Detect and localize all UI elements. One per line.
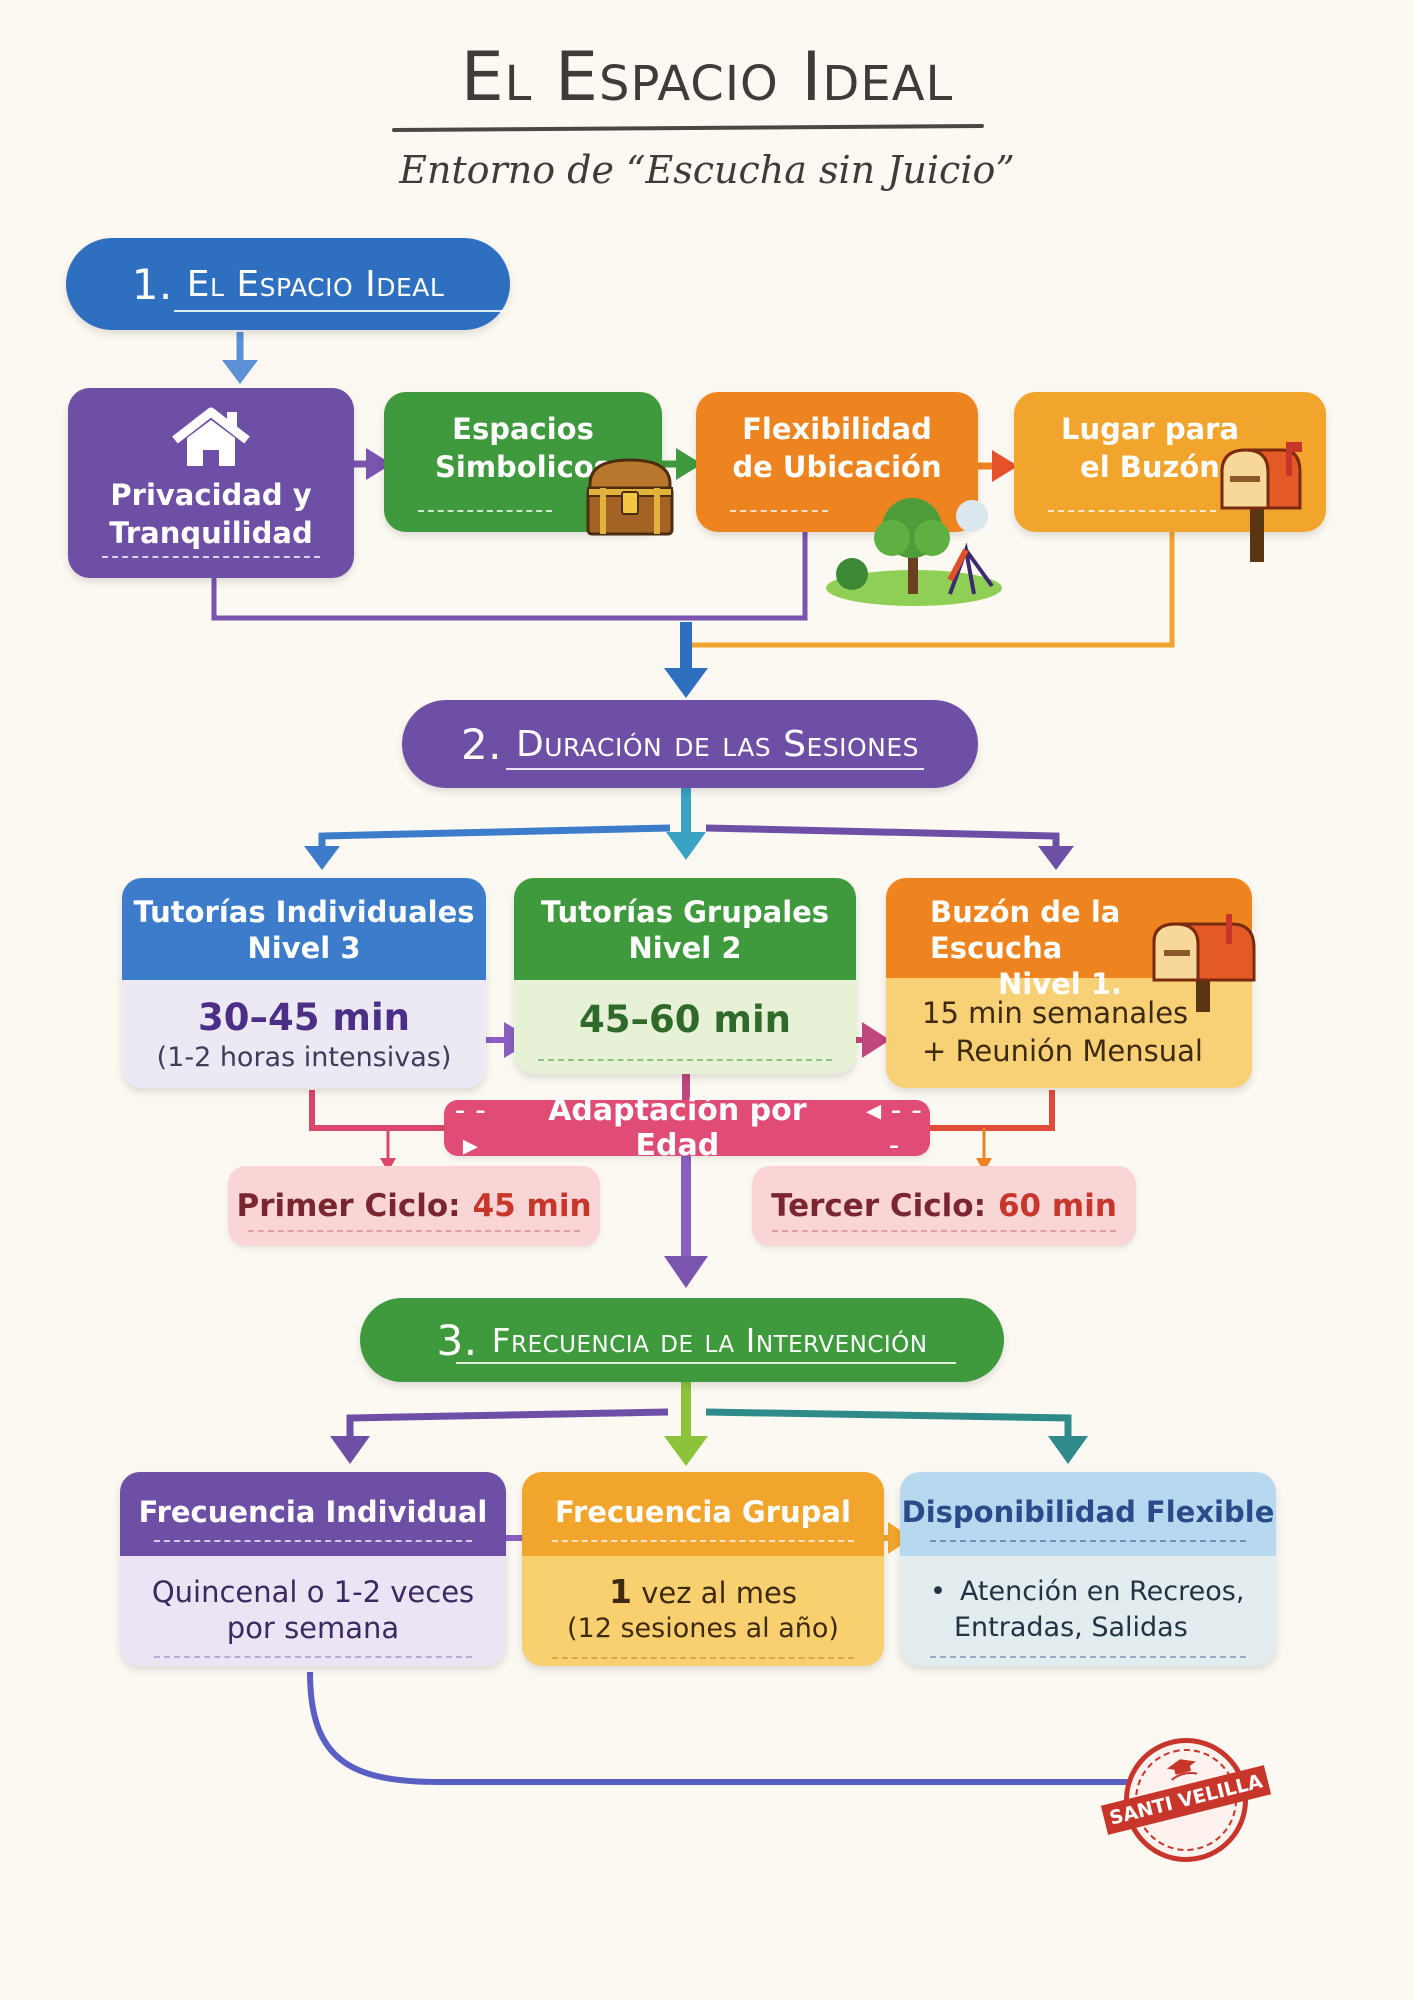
treasure-chest-icon [586,458,674,536]
page-title: El Espacio Ideal [460,38,954,117]
freq1-title: Frecuencia Individual [138,1495,488,1529]
freq1-line1: Quincenal o 1-2 veces [151,1575,475,1609]
freq2-title: Frecuencia Grupal [555,1495,851,1529]
freq3-title: Disponibilidad Flexible [901,1495,1275,1529]
adaptacion-por-edad: - - ▸ Adaptación por Edad ◂ - - - [444,1093,930,1163]
adaptacion-label: Adaptación por Edad [548,1093,807,1163]
mailbox-icon [1152,914,1256,1012]
card2-title: Tutorías Grupales [540,895,830,929]
freq3-line2: Entradas, Salidas [954,1612,1188,1643]
freq3-bullet: • [930,1576,946,1607]
mailbox-icon [1220,442,1302,562]
box-lugar-line1: Lugar para [1060,412,1240,446]
box-espacios-line2: Simbolicos [435,450,611,484]
card-frecuencia-individual: Frecuencia Individual Quincenal o 1-2 ve… [120,1472,506,1666]
page-subtitle: Entorno de “Escucha sin Juicio” [399,148,1015,192]
card-tutorias-individuales: Tutorías Individuales Nivel 3 30–45 min … [122,878,486,1088]
age1-label: Primer Ciclo: [236,1188,461,1224]
section1-number: 1. [131,259,173,309]
section3-header: 3. Frecuencia de la Intervención [360,1298,1004,1382]
age2-label: Tercer Ciclo: [771,1188,986,1224]
section2-number: 2. [460,719,503,769]
card2-level: Nivel 2 [628,931,742,965]
card1-level: Nivel 3 [247,931,361,965]
section2-header: 2. Duración de las Sesiones [402,700,978,788]
box-flexibilidad-line1: Flexibilidad [742,412,932,446]
age2-value: 60 min [997,1188,1117,1224]
card1-title: Tutorías Individuales [133,895,475,929]
card3-title: Buzón de la Escucha [930,895,1121,965]
section3-title: Frecuencia de la Intervención [491,1320,928,1360]
card3-line2: + Reunión Mensual [922,1034,1203,1068]
card-frecuencia-grupal: Frecuencia Grupal 1 vez al mes (12 sesio… [522,1472,884,1666]
author-stamp: SANTI VELILLA [1100,1724,1272,1876]
card-disponibilidad-flexible: Disponibilidad Flexible • Atención en Rec… [900,1472,1276,1666]
box-privacidad-line1: Privacidad y [110,478,312,512]
section1-title: El Espacio Ideal [186,263,445,305]
card-tutorias-grupales: Tutorías Grupales Nivel 2 45–60 min [514,878,856,1074]
house-icon [172,407,250,466]
age1-value: 45 min [472,1188,592,1224]
age-primer-ciclo: Primer Ciclo: 45 min [228,1166,600,1246]
box-privacidad: Privacidad y Tranquilidad [68,388,354,578]
card3-line1: 15 min semanales [922,996,1189,1030]
freq3-line1: Atención en Recreos, [959,1576,1245,1607]
section2-title: Duración de las Sesiones [516,723,920,765]
card2-value: 45–60 min [579,998,791,1041]
box-lugar-line2: el Buzón [1080,450,1220,484]
adaptacion-right-marker: ◂ - - - [866,1093,922,1163]
box-flexibilidad-line2: de Ubicación [732,450,942,484]
freq1-line2: por semana [226,1611,400,1645]
freq2-line2: (12 sesiones al año) [567,1613,839,1644]
box-espacios-line1: Espacios [452,412,594,446]
age-tercer-ciclo: Tercer Ciclo: 60 min [752,1166,1136,1246]
graduation-book-icon [1166,1759,1198,1781]
section1-header: 1. El Espacio Ideal [66,238,510,330]
freq2-line1: vez al mes [632,1576,797,1610]
park-tree-icon [826,498,1002,606]
card1-note: (1-2 horas intensivas) [156,1042,452,1073]
section3-number: 3. [436,1315,478,1365]
box-privacidad-line2: Tranquilidad [109,516,313,550]
card1-value: 30–45 min [198,996,410,1039]
adaptacion-left-marker: - - ▸ [454,1093,486,1163]
freq2-count: 1 [609,1572,633,1611]
card3-level: Nivel 1. [998,967,1123,1001]
